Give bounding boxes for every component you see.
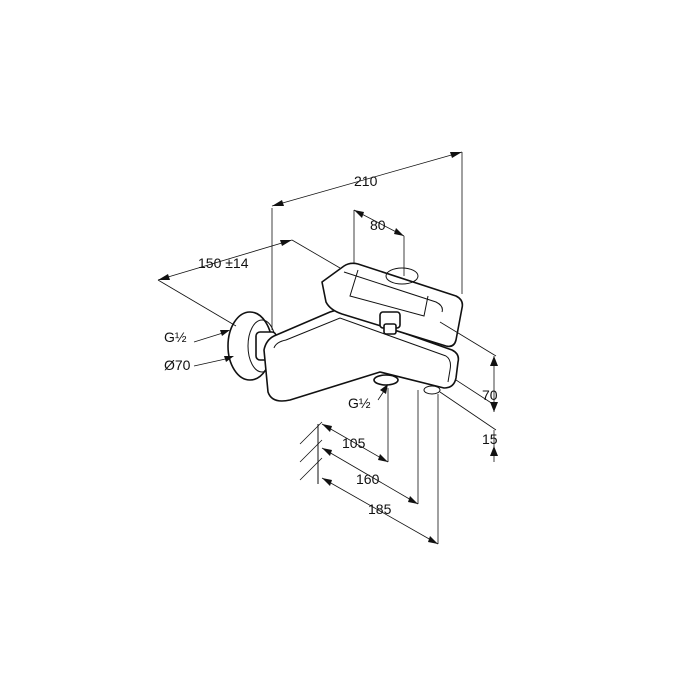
dimension-lines xyxy=(157,151,498,545)
wall-hatch xyxy=(299,421,323,484)
dim-overall-width: 210 xyxy=(354,173,378,189)
dim-lever-width: 80 xyxy=(370,217,386,233)
dim-outlet-thread: G½ xyxy=(348,395,371,411)
dim-outlet-height: 15 xyxy=(482,431,498,447)
lever-handle xyxy=(321,262,464,348)
dim-escutcheon-diameter: Ø70 xyxy=(164,357,191,373)
dim-height: 70 xyxy=(482,387,498,403)
spout-outlet xyxy=(373,374,441,395)
dim-depth-total: 185 xyxy=(368,501,392,517)
mixer-drawing xyxy=(227,262,464,484)
dim-depth-outlet: 105 xyxy=(342,435,366,451)
dim-wall-distance: 150 ±14 xyxy=(198,255,249,271)
dim-inlet-thread: G½ xyxy=(164,329,187,345)
dim-depth-body: 160 xyxy=(356,471,380,487)
